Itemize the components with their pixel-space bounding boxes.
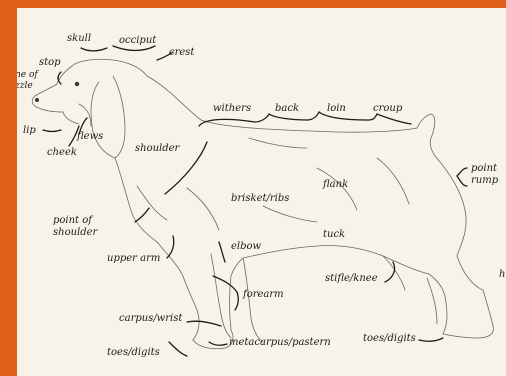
label-plane-of-muzzle-line2: zzle: [17, 82, 33, 91]
label-metacarpus-pastern: metacarpus/pastern: [229, 338, 331, 348]
label-shoulder: shoulder: [135, 144, 179, 154]
label-forearm: forearm: [243, 290, 284, 300]
label-plane-of-muzzle-line1: ne of: [17, 71, 38, 80]
label-back: back: [275, 104, 299, 114]
label-upper-arm: upper arm: [107, 254, 160, 264]
label-toes-digits-front: toes/digits: [107, 348, 160, 358]
dog-anatomy-diagram: skull occiput crest stop ne of zzle lip …: [17, 8, 506, 376]
label-point-of-rump-line1: point: [471, 164, 497, 174]
label-point-of-shoulder-line2: shoulder: [53, 228, 97, 238]
dog-outline-drawing: [17, 8, 506, 376]
label-flank: flank: [323, 180, 348, 190]
label-cheek: cheek: [47, 148, 77, 158]
label-brisket-ribs: brisket/ribs: [231, 194, 289, 204]
label-tuck: tuck: [323, 230, 345, 240]
label-occiput: occiput: [119, 36, 156, 46]
label-carpus-wrist: carpus/wrist: [119, 314, 182, 324]
label-point-of-rump-line2: rump: [471, 176, 498, 186]
label-croup: croup: [373, 104, 402, 114]
label-stop: stop: [39, 58, 61, 68]
label-stifle-knee: stifle/knee: [325, 274, 378, 284]
label-hock: h: [499, 270, 505, 280]
label-crest: crest: [169, 48, 194, 58]
label-withers: withers: [213, 104, 251, 114]
label-point-of-shoulder-line1: point of: [53, 216, 92, 226]
label-toes-digits-rear: toes/digits: [363, 334, 416, 344]
label-loin: loin: [327, 104, 346, 114]
label-flews: flews: [77, 132, 103, 142]
label-skull: skull: [67, 34, 91, 44]
label-lip: lip: [23, 126, 36, 136]
label-elbow: elbow: [231, 242, 261, 252]
